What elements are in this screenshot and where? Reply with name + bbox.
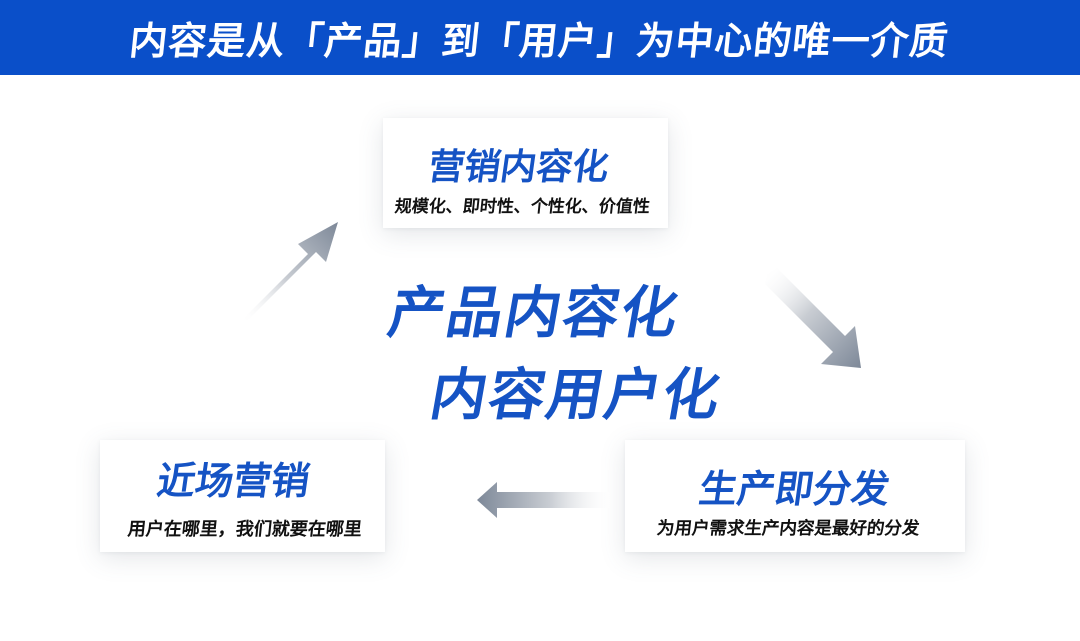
node-card-marketing-content: 营销内容化 规模化、即时性、个性化、价值性 xyxy=(383,118,668,228)
center-heading-line2: 内容用户化 xyxy=(425,363,727,428)
arrow-down-right-icon xyxy=(765,268,861,368)
node-subtitle: 用户在哪里，我们就要在哪里 xyxy=(126,519,363,540)
center-heading-line1: 产品内容化 xyxy=(383,281,685,346)
node-title: 营销内容化 xyxy=(425,147,612,188)
arrow-up-right-icon xyxy=(240,222,338,322)
node-card-proximity-marketing: 近场营销 用户在哪里，我们就要在哪里 xyxy=(100,440,385,552)
page-title: 内容是从「产品」到「用户」为中心的唯一介质 xyxy=(127,19,952,63)
node-title: 近场营销 xyxy=(154,459,313,503)
node-subtitle: 规模化、即时性、个性化、价值性 xyxy=(393,197,651,217)
node-card-production-distribution: 生产即分发 为用户需求生产内容是最好的分发 xyxy=(625,440,965,552)
header-banner: 内容是从「产品」到「用户」为中心的唯一介质 xyxy=(0,0,1080,75)
node-subtitle: 为用户需求生产内容是最好的分发 xyxy=(655,519,921,539)
node-title: 生产即分发 xyxy=(696,467,893,511)
arrow-left-icon xyxy=(477,482,610,518)
